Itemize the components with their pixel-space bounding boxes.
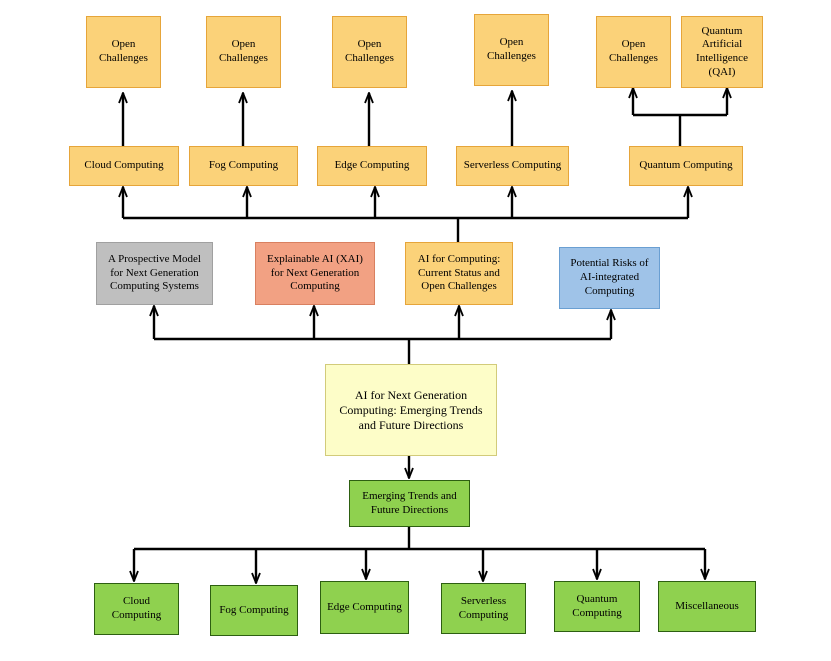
open-challenges-serverless-box: Open Challenges <box>474 14 549 86</box>
trend-miscellaneous-box: Miscellaneous <box>658 581 756 632</box>
trend-cloud-computing-label: Cloud Computing <box>111 595 162 621</box>
trend-quantum-computing-box: Quantum Computing <box>554 581 640 632</box>
ai-for-computing-box: AI for Computing: Current Status and Ope… <box>405 242 513 305</box>
potential-risks-box: Potential Risks of AI-integrated Computi… <box>559 247 660 309</box>
trend-cloud-computing-box: Cloud Computing <box>94 583 179 635</box>
trend-edge-computing-label: Edge Computing <box>327 600 402 613</box>
open-challenges-edge-box: Open Challenges <box>332 16 407 88</box>
edge-computing-label: Edge Computing <box>334 159 410 172</box>
cloud-computing-box: Cloud Computing <box>69 146 179 186</box>
open-challenges-fog-box: Open Challenges <box>206 16 281 88</box>
open-challenges-cloud-label: Open Challenges <box>99 38 148 64</box>
open-challenges-serverless-label: Open Challenges <box>487 36 536 62</box>
fog-computing-box: Fog Computing <box>189 146 298 186</box>
open-challenges-fog-label: Open Challenges <box>219 38 268 64</box>
xai-label: Explainable AI (XAI) for Next Generation… <box>267 252 363 293</box>
ai-for-computing-label: AI for Computing: Current Status and Ope… <box>417 252 501 293</box>
quantum-computing-label: Quantum Computing <box>639 159 733 172</box>
trend-fog-computing-box: Fog Computing <box>210 585 298 636</box>
fog-computing-label: Fog Computing <box>208 159 279 172</box>
open-challenges-edge-label: Open Challenges <box>345 38 394 64</box>
open-challenges-quantum-box: Open Challenges <box>596 16 671 88</box>
quantum-computing-box: Quantum Computing <box>629 146 743 186</box>
qai-box: Quantum Artificial Intelligence (QAI) <box>681 16 763 88</box>
central-topic-label: AI for Next Generation Computing: Emergi… <box>339 387 483 432</box>
edge-computing-box: Edge Computing <box>317 146 427 186</box>
serverless-computing-box: Serverless Computing <box>456 146 569 186</box>
trend-serverless-computing-box: Serverless Computing <box>441 583 526 634</box>
serverless-computing-label: Serverless Computing <box>463 159 562 172</box>
qai-label: Quantum Artificial Intelligence (QAI) <box>696 24 748 78</box>
xai-box: Explainable AI (XAI) for Next Generation… <box>255 242 375 305</box>
trend-edge-computing-box: Edge Computing <box>320 581 409 634</box>
trend-serverless-computing-label: Serverless Computing <box>458 594 509 621</box>
trend-miscellaneous-label: Miscellaneous <box>675 599 739 612</box>
trend-fog-computing-label: Fog Computing <box>219 603 289 616</box>
open-challenges-quantum-label: Open Challenges <box>609 38 658 64</box>
potential-risks-label: Potential Risks of AI-integrated Computi… <box>570 257 649 297</box>
open-challenges-cloud-box: Open Challenges <box>86 16 161 88</box>
trend-quantum-computing-label: Quantum Computing <box>572 592 622 619</box>
prospective-model-box: A Prospective Model for Next Generation … <box>96 242 213 305</box>
prospective-model-label: A Prospective Model for Next Generation … <box>108 252 201 293</box>
emerging-trends-box: Emerging Trends and Future Directions <box>349 480 470 527</box>
cloud-computing-label: Cloud Computing <box>84 159 164 172</box>
emerging-trends-label: Emerging Trends and Future Directions <box>362 489 457 516</box>
central-topic-box: AI for Next Generation Computing: Emergi… <box>325 364 497 456</box>
